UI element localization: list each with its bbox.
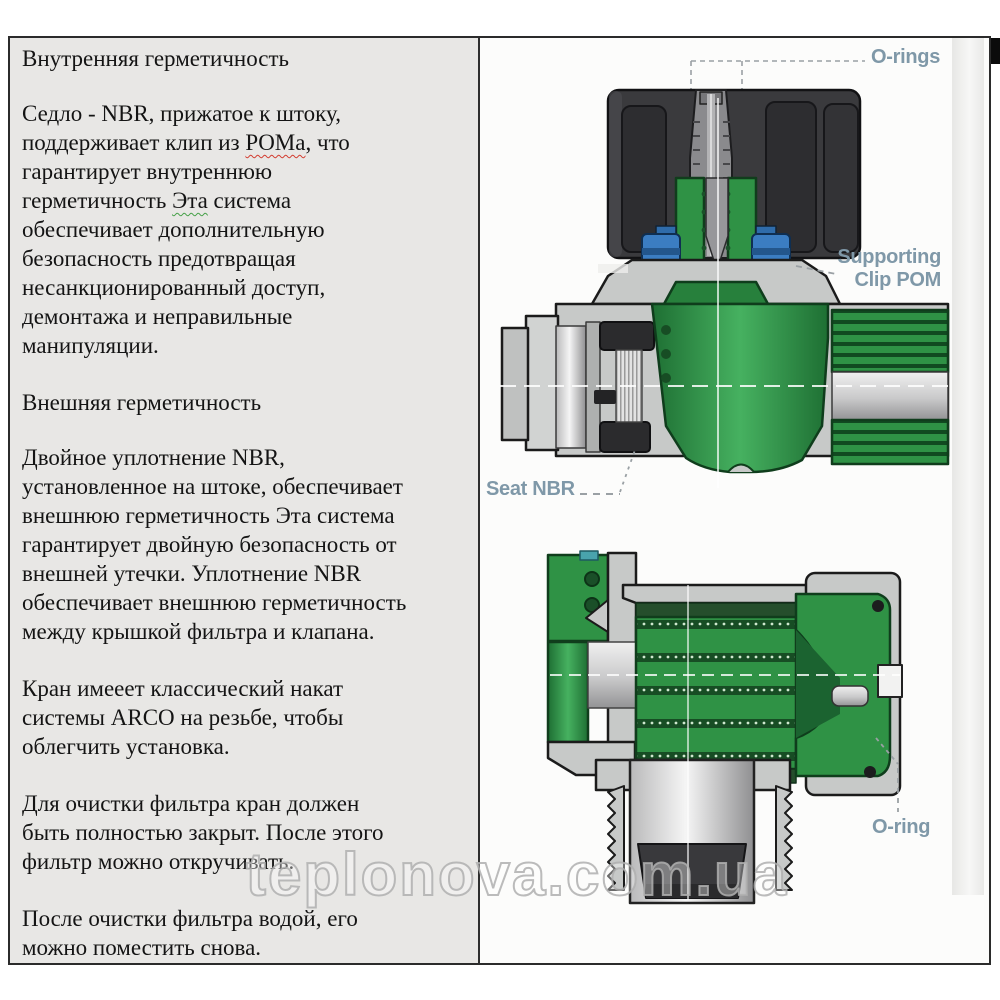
heading-external-sealing: Внешняя герметичность — [22, 390, 262, 415]
text-run: , что гарантирует внутреннюю герметичнос… — [22, 130, 350, 213]
diagram-panel: O-rings Supporting Clip POM Seat NBR O-r… — [480, 38, 989, 963]
label-seat-nbr: Seat NBR — [486, 478, 575, 500]
label-o-rings: O-rings — [871, 46, 941, 68]
valve-cross-section-top — [500, 60, 950, 495]
paragraph-arco-thread: Кран имееет классический накат системы A… — [22, 676, 344, 759]
filter-cross-section-bottom — [546, 550, 903, 905]
text-run: система обеспечивает дополнительную безо… — [22, 188, 326, 358]
text-run: Седло - NBR, прижатое к штоку, поддержив… — [22, 101, 341, 155]
label-supporting-line2: Clip POM — [854, 269, 942, 291]
label-supporting-clip-pom: Supporting Clip POM — [837, 246, 941, 292]
scan-corner-artifact — [991, 38, 1000, 64]
description-text-column: Внутренняя герметичность Седло - NBR, пр… — [10, 38, 478, 963]
grammarcheck-word-eta: Эта — [172, 188, 208, 213]
paragraph-filter-reinstall: После очистки фильтра водой, его можно п… — [22, 906, 358, 960]
paragraph-external-sealing: Двойное уплотнение NBR, установленное на… — [22, 445, 407, 644]
label-o-ring: O-ring — [872, 816, 931, 838]
column-divider — [478, 38, 480, 963]
scan-edge-strip — [952, 38, 984, 895]
heading-internal-sealing: Внутренняя герметичность — [22, 46, 290, 71]
spellcheck-word-pom: POMa — [245, 130, 306, 155]
paragraph-filter-cleaning: Для очистки фильтра кран должен быть пол… — [22, 791, 384, 874]
paragraph-internal-sealing: Седло - NBR, прижатое к штоку, поддержив… — [22, 99, 468, 360]
valve-diagrams — [500, 60, 950, 905]
page-frame: Внутренняя герметичность Седло - NBR, пр… — [8, 36, 991, 965]
label-supporting-line1: Supporting — [837, 246, 941, 268]
